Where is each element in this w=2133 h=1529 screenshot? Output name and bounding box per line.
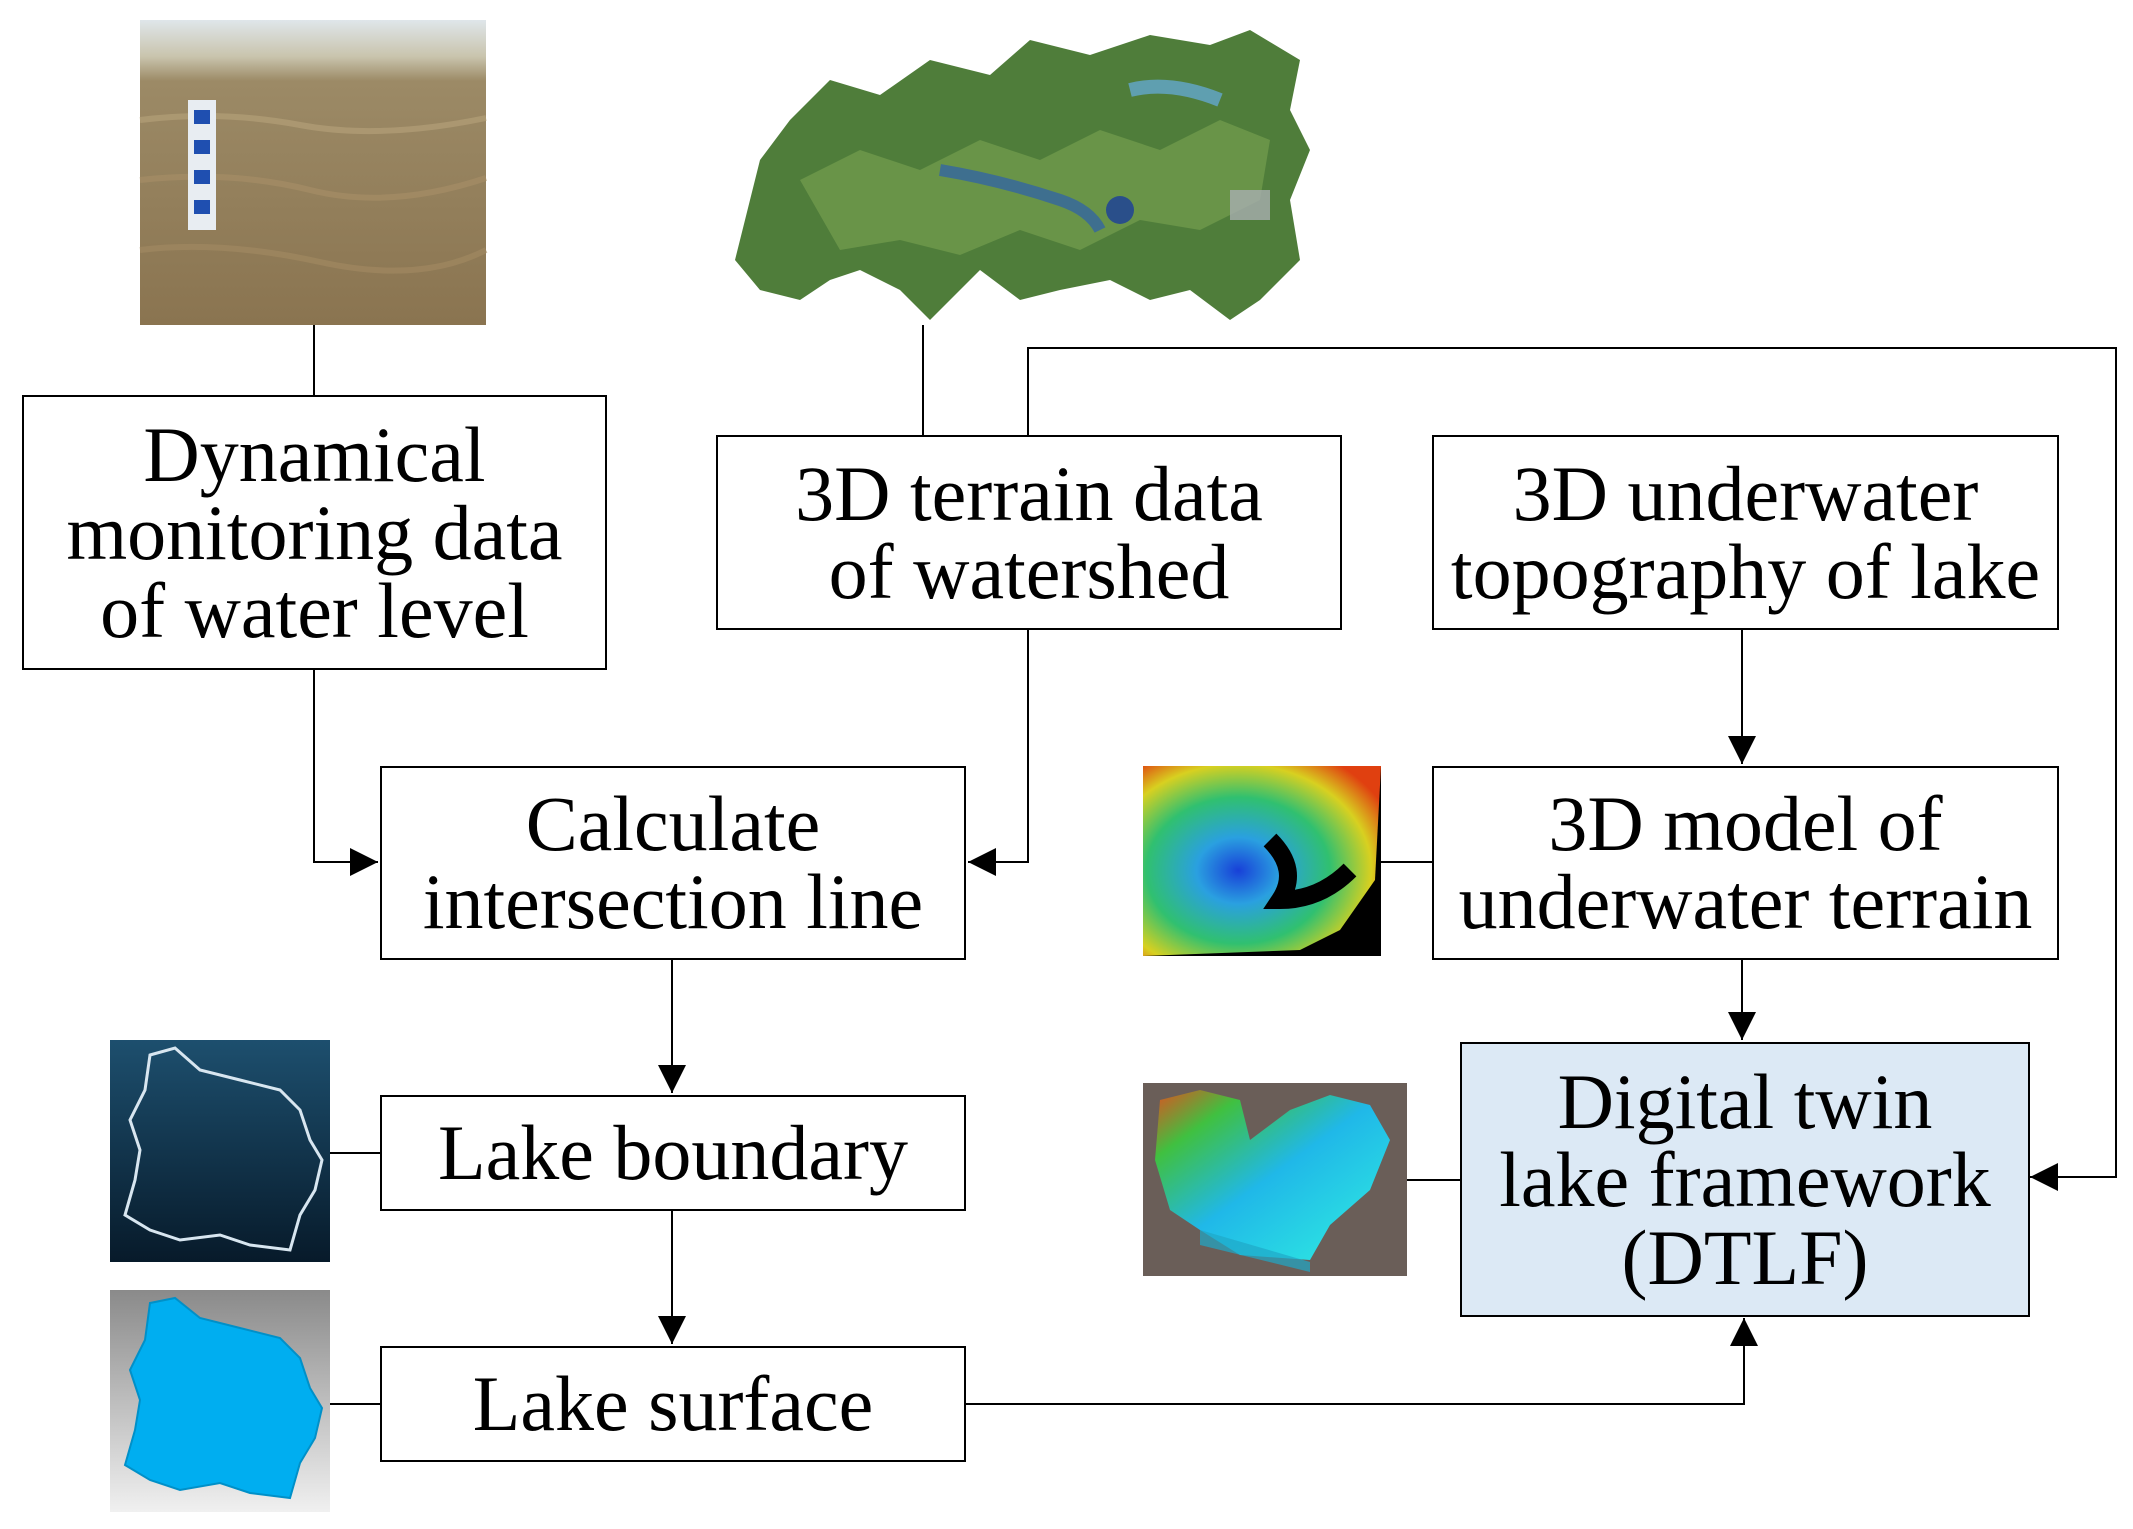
node-intersection: Calculate intersection line — [380, 766, 966, 960]
lake-surface-fill — [110, 1290, 330, 1512]
water-gauge-photo — [139, 20, 488, 325]
node-terrain-line-1: 3D terrain data — [795, 449, 1263, 537]
node-underwater-topography-line-2: topography of lake — [1450, 527, 2041, 615]
node-water-level: Dynamical monitoring data of water level — [22, 395, 607, 670]
node-terrain-line-2: of watershed — [828, 527, 1230, 615]
node-underwater-topography: 3D underwater topography of lake — [1432, 435, 2059, 630]
node-intersection-line-1: Calculate — [525, 780, 821, 867]
node-underwater-model: 3D model of underwater terrain — [1432, 766, 2059, 960]
node-lake-surface: Lake surface — [380, 1346, 966, 1462]
node-underwater-model-line-1: 3D model of — [1548, 780, 1943, 867]
lake-3d-model-colormap — [1143, 1083, 1407, 1276]
node-dtlf: Digital twin lake framework (DTLF) — [1460, 1042, 2030, 1317]
arrow-terrain-to-dtlf — [1027, 347, 2117, 1191]
arrow-surface-to-dtlf — [965, 1318, 1758, 1405]
node-water-level-line-1: Dynamical — [143, 410, 486, 498]
watershed-satellite-terrain — [735, 30, 1310, 320]
node-water-level-line-3: of water level — [100, 566, 529, 654]
node-underwater-model-line-2: underwater terrain — [1458, 858, 2033, 945]
node-intersection-line-2: intersection line — [422, 858, 924, 945]
arrow-terrain-to-intersection — [968, 630, 1029, 876]
node-dtlf-line-1: Digital twin — [1557, 1057, 1933, 1145]
lake-boundary-outline — [110, 1040, 330, 1262]
connectors — [313, 325, 2117, 1405]
node-water-level-line-2: monitoring data — [66, 488, 563, 576]
node-lake-boundary-line-1: Lake boundary — [438, 1109, 908, 1196]
node-lake-boundary: Lake boundary — [380, 1095, 966, 1211]
node-dtlf-line-3: (DTLF) — [1621, 1213, 1869, 1301]
node-terrain: 3D terrain data of watershed — [716, 435, 1342, 630]
node-underwater-topography-line-1: 3D underwater — [1512, 449, 1979, 537]
underwater-terrain-colormap — [1143, 766, 1381, 956]
node-dtlf-line-2: lake framework — [1499, 1135, 1991, 1223]
node-lake-surface-line-1: Lake surface — [472, 1360, 874, 1447]
arrow-water-level-to-intersection — [313, 670, 378, 876]
